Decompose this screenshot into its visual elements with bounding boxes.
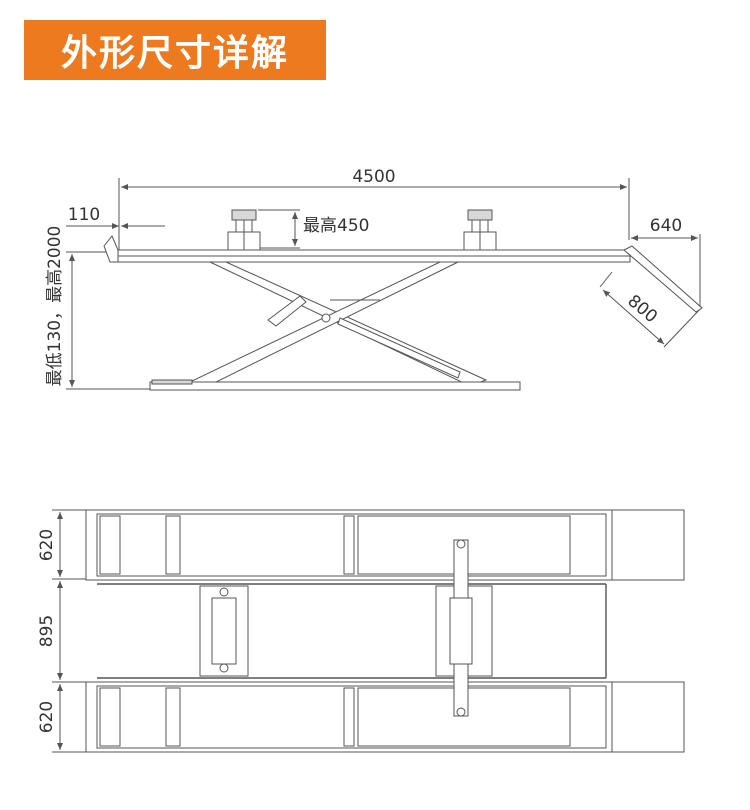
ramp xyxy=(623,245,703,313)
ramp-top xyxy=(611,509,685,581)
dim-platform-width-top: 620 xyxy=(37,529,57,561)
extension-line xyxy=(599,271,613,288)
dim-ramp-length: 800 xyxy=(623,291,661,327)
dim-platform-width-bottom: 620 xyxy=(37,701,57,733)
lifting-pad-right xyxy=(463,209,497,251)
extension-line xyxy=(663,306,703,348)
platform-bottom xyxy=(85,681,685,753)
side-view: 4500 110 最高450 最低130，最高2000 640 800 xyxy=(45,167,703,391)
dimension-line-ramp-length xyxy=(602,289,665,345)
scissor-mechanism xyxy=(188,261,488,387)
platform-top xyxy=(85,509,685,581)
top-view: 620 895 620 xyxy=(37,509,685,753)
dim-total-length: 4500 xyxy=(352,167,395,187)
lifting-pad-left xyxy=(227,209,261,251)
dim-platform-height: 最低130，最高2000 xyxy=(45,226,65,387)
dim-ramp-horizontal: 640 xyxy=(650,216,682,236)
jack-left xyxy=(199,585,249,677)
dim-gap: 895 xyxy=(37,615,57,647)
title-banner: 外形尺寸详解 xyxy=(24,20,326,80)
lift-base xyxy=(149,381,521,391)
dim-small-offset: 110 xyxy=(68,205,100,225)
dim-max-pad-height: 最高450 xyxy=(303,216,369,236)
page-title: 外形尺寸详解 xyxy=(60,33,289,74)
base-plate xyxy=(151,379,193,385)
wheel-stop xyxy=(103,235,119,263)
jack-right xyxy=(435,539,493,717)
ramp-bottom xyxy=(611,681,685,753)
